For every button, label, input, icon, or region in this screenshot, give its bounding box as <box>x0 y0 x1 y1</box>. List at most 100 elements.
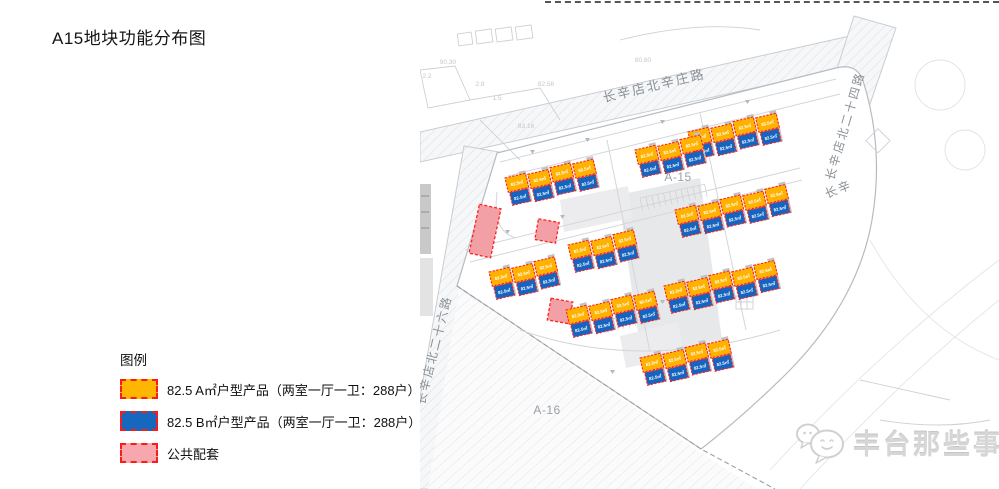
unit-area-label: 82.5㎡ <box>770 190 784 199</box>
adjacent-buildings <box>420 184 433 316</box>
unit-type-a <box>571 158 597 179</box>
unit-type-a <box>679 134 705 155</box>
unit-type-a <box>634 144 660 165</box>
unit-area-label: 82.5㎡ <box>764 132 778 141</box>
unit-area-label: 82.5㎡ <box>497 286 511 295</box>
unit-area-label: 82.5㎡ <box>668 355 682 364</box>
elevation-label: 90.30 <box>440 59 457 66</box>
unit-type-b <box>515 278 538 297</box>
zone-label-zone-a16: A-16 <box>533 403 560 417</box>
chat-bubbles-logo-icon <box>796 423 844 464</box>
unit-area-label: 82.5㎡ <box>748 196 762 205</box>
unit-type-a <box>663 280 689 301</box>
unit-type-b <box>508 187 532 206</box>
unit-type-b <box>666 364 689 383</box>
unit-area-label: 82.5㎡ <box>573 245 587 254</box>
unit-area-label: 82.5㎡ <box>616 300 630 309</box>
unit-type-a <box>752 259 779 281</box>
unit-type-b <box>714 138 737 157</box>
unit-area-label: 82.5㎡ <box>714 276 728 285</box>
legend-item-public: 公共配套 <box>120 443 450 463</box>
unit-area-label: 82.5㎡ <box>703 207 717 216</box>
legend-swatch-type-a <box>120 379 158 399</box>
elevation-label: 1.5 <box>492 95 501 102</box>
unit-type-a <box>590 235 616 257</box>
zone-label-zone-a15: A-15 <box>664 170 691 184</box>
unit-area-label: 82.5㎡ <box>680 210 694 219</box>
unit-area-label: 82.5㎡ <box>663 147 677 156</box>
unit-area-label: 82.5㎡ <box>619 314 633 323</box>
unit-area-label: 82.5㎡ <box>759 266 773 275</box>
unit-type-a <box>632 290 658 311</box>
unit-type-a <box>754 112 780 133</box>
unit-type-a <box>488 266 514 287</box>
building-layer: 82.5㎡ 82.5㎡ 82.5㎡ 82.5㎡ 82.5㎡ 82.5㎡ 82.5㎡ 82.5㎡… <box>488 110 793 386</box>
unit-type-b <box>736 131 760 150</box>
unit-type-a <box>684 342 710 363</box>
unit-area-label: 82.5㎡ <box>683 224 697 233</box>
legend-item-type-a: 82.5 A㎡户型产品（两室一厅一卫：288户） <box>120 379 450 399</box>
unit-type-b <box>683 149 707 168</box>
unit-area-label: 82.5㎡ <box>645 358 659 367</box>
page-title: A15地块功能分布图 <box>52 29 207 48</box>
unit-type-b <box>735 281 758 300</box>
unit-area-label: 82.5㎡ <box>558 182 572 191</box>
unit-area-label: 82.5㎡ <box>693 362 707 371</box>
unit-area-label: 82.5㎡ <box>716 358 730 367</box>
unit-area-label: 82.5㎡ <box>741 136 755 145</box>
unit-area-label: 82.5㎡ <box>539 262 553 271</box>
unit-type-b <box>757 275 780 294</box>
unit-type-a <box>763 183 790 205</box>
unit-area-label: 82.5㎡ <box>669 286 683 295</box>
unit-area-label: 82.5㎡ <box>618 235 632 244</box>
unit-type-b <box>759 127 782 146</box>
zone-a16-dashed-edge <box>456 285 776 489</box>
unit-type-b <box>661 156 684 175</box>
unit-area-label: 82.5㎡ <box>639 296 653 305</box>
unit-type-b <box>690 292 713 311</box>
unit-type-a <box>686 276 712 298</box>
unit-area-label: 82.5㎡ <box>762 280 776 289</box>
elevation-label: 80.80 <box>635 57 652 64</box>
unit-area-label: 82.5㎡ <box>725 200 739 209</box>
unit-area-label: 82.5㎡ <box>571 310 585 319</box>
unit-type-b <box>768 199 791 218</box>
unit-area-label: 82.5㎡ <box>576 259 590 268</box>
unit-type-a <box>610 294 636 315</box>
unit-type-b <box>537 271 561 290</box>
unit-area-label: 82.5㎡ <box>692 283 706 292</box>
unit-type-b <box>643 367 667 386</box>
elevation-label: 82.56 <box>538 81 555 88</box>
unit-type-b <box>701 216 724 235</box>
unit-area-label: 82.5㎡ <box>510 178 524 187</box>
unit-type-a <box>565 304 591 325</box>
unit-area-label: 82.5㎡ <box>574 324 588 333</box>
unit-type-b <box>711 353 734 372</box>
unit-type-a <box>732 116 758 137</box>
unit-area-label: 82.5㎡ <box>578 164 592 173</box>
unit-type-b <box>678 219 702 238</box>
unit-type-b <box>614 309 638 328</box>
legend: 图例 82.5 A㎡户型产品（两室一厅一卫：288户） 82.5 B㎡户型产品（… <box>120 349 450 475</box>
unit-area-label: 82.5㎡ <box>671 369 685 378</box>
unit-type-b <box>594 251 617 270</box>
unit-area-label: 82.5㎡ <box>713 344 727 353</box>
unit-type-a <box>549 162 575 183</box>
unit-area-label: 82.5㎡ <box>690 348 704 357</box>
unit-area-label: 82.5㎡ <box>513 192 527 201</box>
top-dashed-divider <box>545 1 999 3</box>
legend-swatch-type-b <box>120 411 158 431</box>
unit-type-b <box>637 305 660 324</box>
unit-type-b <box>571 254 595 273</box>
elevation-label: 2.2 <box>422 73 431 80</box>
site-plan-svg: 82.5㎡ 82.5㎡ 82.5㎡ 82.5㎡ 82.5㎡ 82.5㎡ 82.5㎡ 82.5㎡… <box>420 15 999 489</box>
unit-type-a <box>710 122 736 144</box>
public-facility-area <box>534 218 560 244</box>
unit-type-a <box>674 204 700 225</box>
unit-type-b <box>576 173 599 192</box>
public-facility-area <box>468 203 502 259</box>
unit-type-a <box>504 172 530 193</box>
